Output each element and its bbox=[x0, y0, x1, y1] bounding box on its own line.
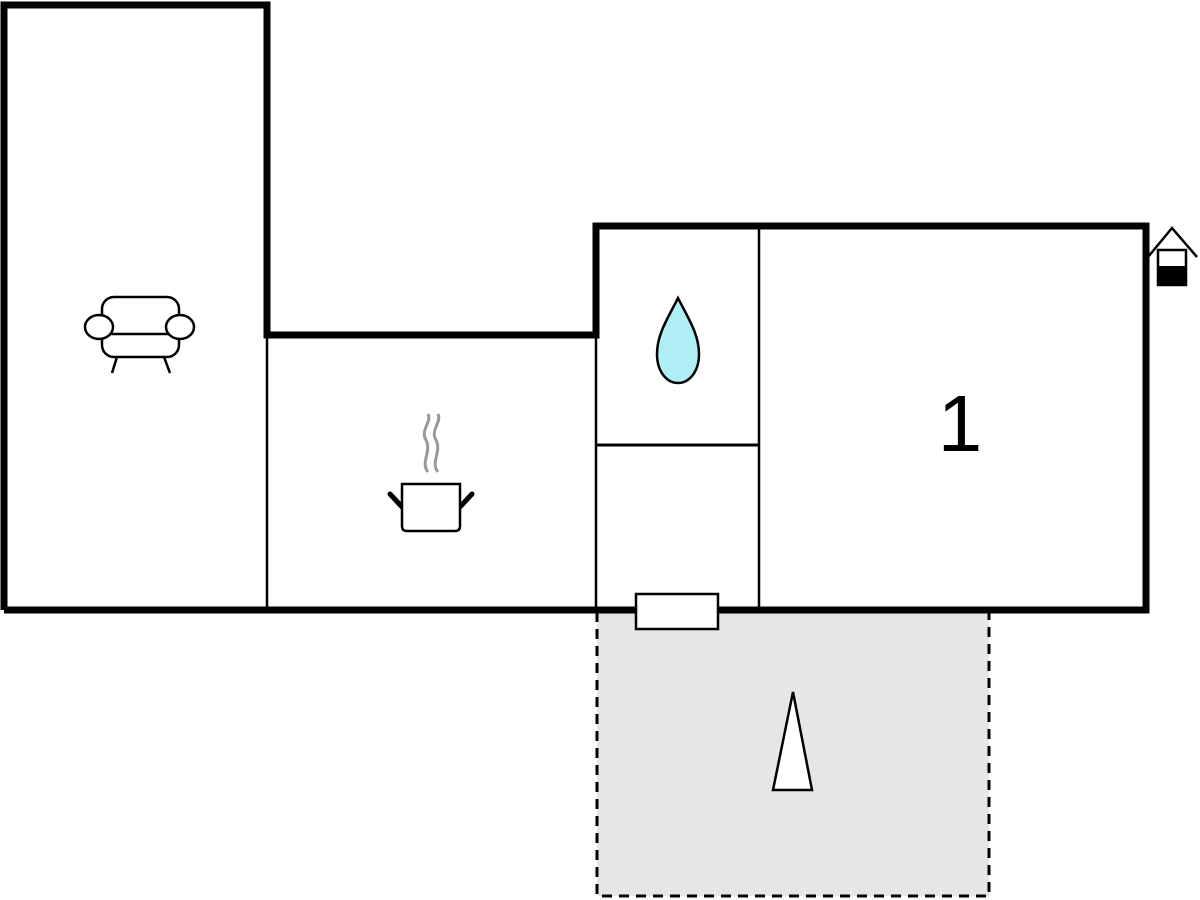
north-arrow-icon bbox=[771, 691, 814, 792]
cooking-pot-icon bbox=[387, 413, 475, 533]
terrace-door bbox=[634, 592, 720, 631]
armchair-icon bbox=[83, 295, 196, 374]
exterior-walls bbox=[0, 1, 1150, 614]
interior-walls bbox=[265, 226, 761, 610]
bedroom-number-label: 1 bbox=[938, 379, 983, 468]
outer-wall bbox=[0, 1, 1150, 614]
water-drop-icon bbox=[655, 295, 701, 385]
house-entrance-icon bbox=[1147, 226, 1198, 287]
